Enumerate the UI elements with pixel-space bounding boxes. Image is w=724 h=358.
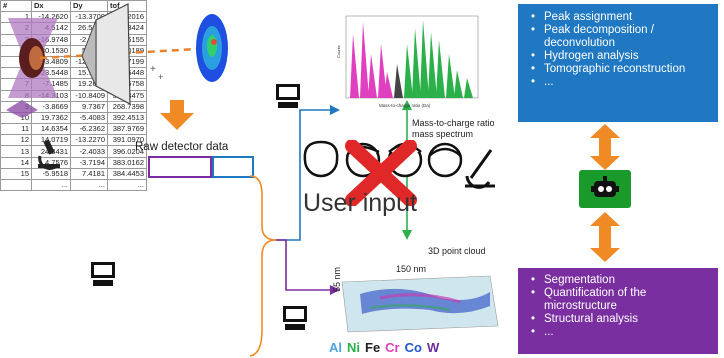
svg-text:+: + [158, 72, 163, 82]
mass-spectrum-ylabel: Counts [336, 45, 341, 58]
spectrum-peak [350, 34, 359, 98]
spectrum-peak [412, 28, 421, 98]
cell-tof: 387.9769 [107, 123, 147, 136]
spectrum-peak [446, 54, 455, 98]
raw-detector-label: Raw detector data [135, 141, 229, 153]
microstructure-task-item: Segmentation [531, 274, 710, 287]
robot-icon [591, 176, 619, 197]
spectrum-peak [454, 70, 463, 98]
element-symbol: Ni [347, 340, 360, 355]
mass-spectrum-plot: Counts Mass-to-charge ratio (Da) [336, 15, 479, 108]
spectrum-peak [428, 32, 437, 98]
cell-tof: 396.0204 [107, 145, 147, 158]
robot-panel [579, 170, 631, 208]
element-symbol: Fe [365, 340, 381, 355]
analysis-task-item: Peak decomposition / deconvolution [531, 24, 710, 50]
cell-index: 12 [0, 134, 32, 147]
element-symbol: Cr [385, 340, 400, 355]
spectrum-peak [404, 44, 413, 98]
analysis-task-item: Peak assignment [531, 11, 710, 24]
dx-dy-highlight [148, 156, 212, 178]
element-symbol: Co [404, 340, 422, 355]
element-symbol: W [426, 340, 440, 355]
spectrum-peak [420, 20, 429, 98]
analysis-tasks-panel: Peak assignmentPeak decomposition / deco… [518, 4, 718, 122]
point-cloud-image [341, 275, 499, 333]
spectrum-peak [368, 54, 377, 98]
detector-apparatus: + + [6, 3, 228, 118]
cell-tof: ... [107, 178, 147, 192]
microstructure-task-item: ... [531, 326, 710, 339]
element-symbol: Al [329, 340, 342, 355]
spectrum-peak [384, 72, 393, 98]
mass-spectrum-label: Mass-to-charge ratio mass spectrum [412, 118, 495, 139]
user-input-label: User input [303, 189, 417, 217]
down-arrow-icon [160, 100, 194, 130]
analysis-task-item: Hydrogen analysis [531, 50, 710, 63]
table-row: ......... [0, 178, 147, 192]
cell-dx: 14.6354 [31, 123, 71, 136]
cell-tof: 391.0970 [107, 134, 147, 147]
element-legend: Al Ni Fe Cr Co W [329, 340, 444, 355]
microstructure-task-item: Quantification of the microstructure [531, 287, 710, 313]
cell-tof: 384.4453 [107, 167, 147, 181]
red-cross-icon [345, 140, 417, 206]
spectrum-peak [378, 44, 387, 98]
tof-highlight [212, 156, 254, 178]
spectrum-peak [360, 22, 369, 98]
cell-dx: ... [31, 178, 71, 192]
svg-text:+: + [150, 64, 156, 75]
spectrum-peak [394, 64, 403, 98]
microscope-icon [38, 139, 60, 170]
dim-150-label: 150 nm [396, 264, 427, 274]
spectrum-peak [464, 78, 473, 98]
spectrum-peak [436, 40, 445, 98]
cell-index: 11 [0, 123, 32, 136]
computer-icon-bottom [283, 306, 307, 330]
cell-tof: 383.0162 [107, 156, 147, 169]
point-cloud-label: 3D point cloud [428, 246, 486, 256]
mass-spectrum-xlabel: Mass-to-charge ratio (Da) [379, 103, 431, 108]
analysis-task-item: ... [531, 76, 710, 89]
microstructure-task-item: Structural analysis [531, 313, 710, 326]
analysis-task-item: Tomographic reconstruction [531, 63, 710, 76]
computer-icon [91, 262, 115, 286]
microstructure-tasks-panel: SegmentationQuantification of the micros… [518, 268, 718, 354]
computer-icon-top [276, 84, 300, 108]
